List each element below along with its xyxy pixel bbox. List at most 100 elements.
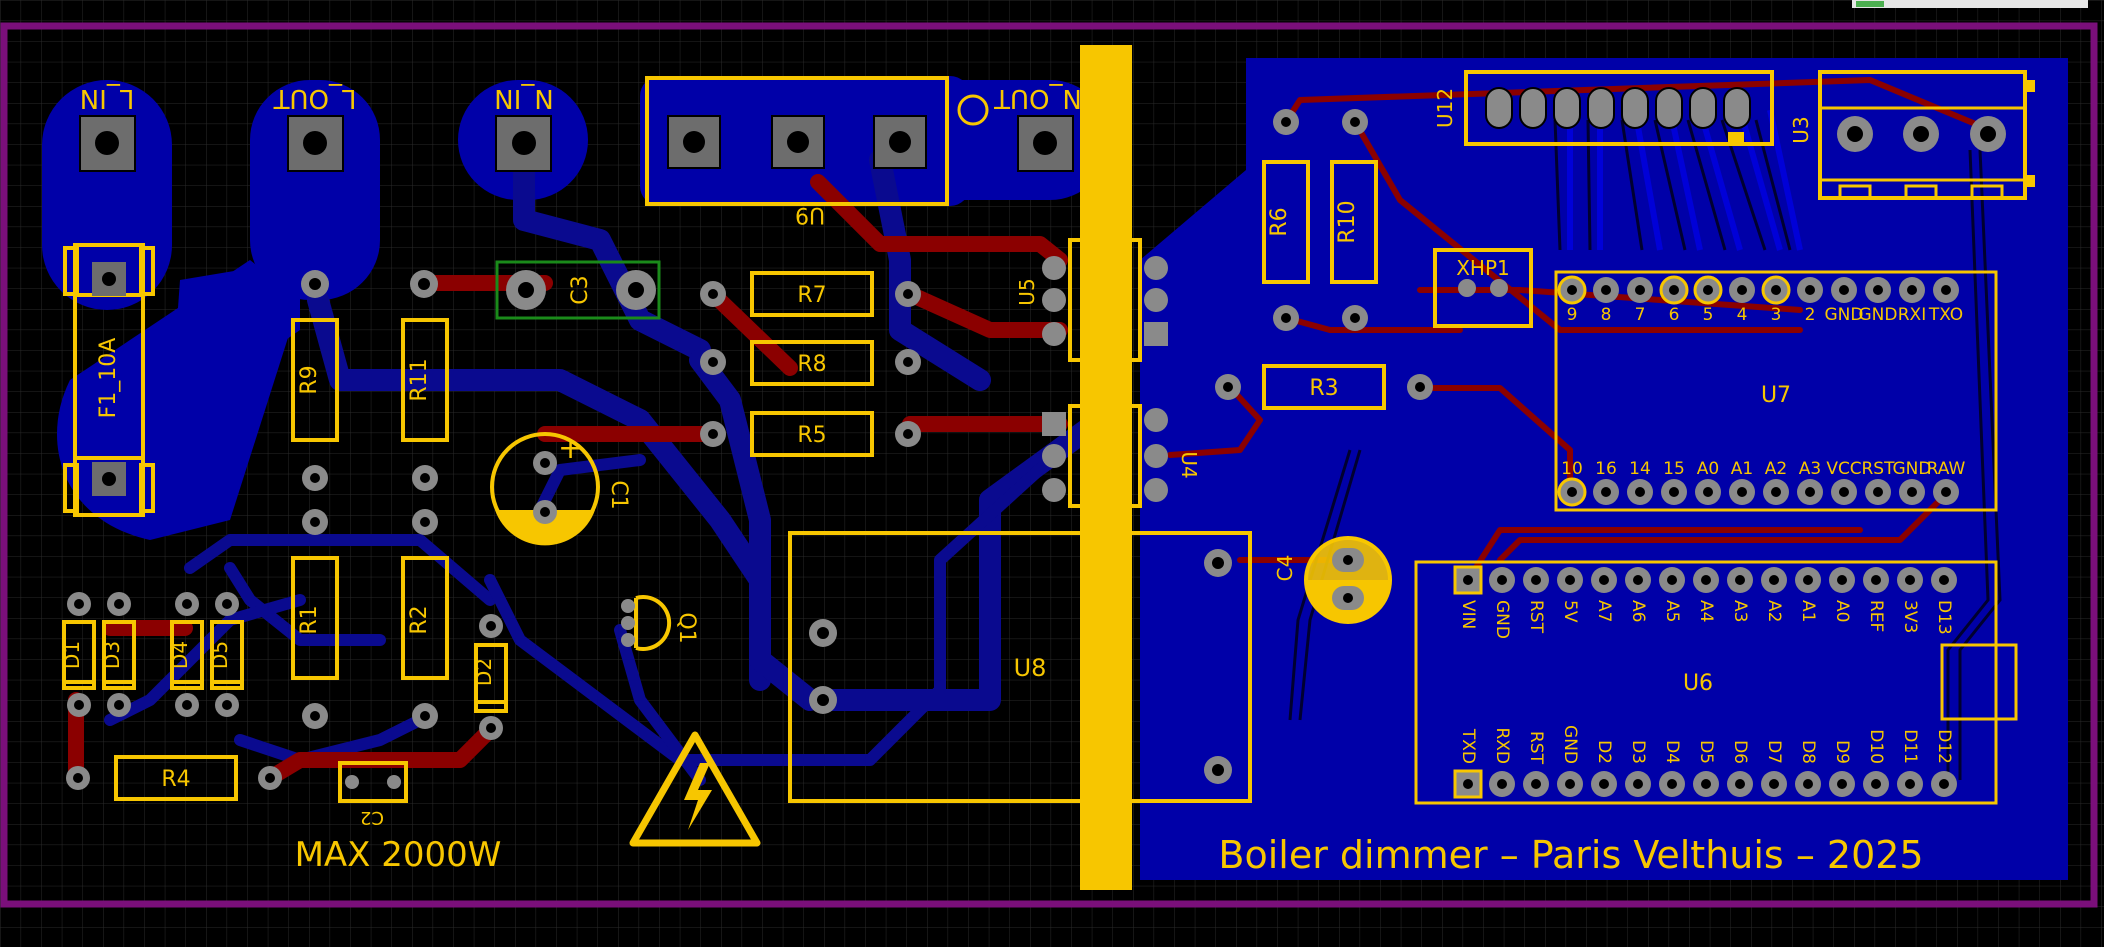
component-c4[interactable]: C4	[1273, 536, 1392, 624]
pin-pad[interactable]	[1693, 567, 1719, 593]
pin-pad[interactable]	[1593, 479, 1619, 505]
pin-label: 10	[1561, 459, 1583, 479]
pin-pad[interactable]	[1761, 275, 1791, 305]
pin-pad[interactable]	[1693, 771, 1719, 797]
component-c3[interactable]: C3	[495, 260, 661, 320]
pin-pad[interactable]	[1897, 567, 1923, 593]
component-xhp1[interactable]: XHP1	[1433, 248, 1533, 328]
scrollbar-thumb[interactable]	[1856, 1, 1884, 7]
component-c2[interactable]: C2	[338, 761, 408, 828]
pin-pad[interactable]	[1453, 565, 1483, 595]
pin-pad[interactable]	[1831, 479, 1857, 505]
component-r9[interactable]: R9	[291, 270, 339, 442]
pin-pad[interactable]	[1593, 277, 1619, 303]
pin-pad[interactable]	[1933, 277, 1959, 303]
pin-pad[interactable]	[1661, 479, 1687, 505]
component-r7[interactable]: R7	[750, 271, 874, 317]
horizontal-scrollbar[interactable]	[1852, 0, 2088, 8]
component-r10[interactable]: R10	[1330, 160, 1378, 284]
pin-pad[interactable]	[1695, 479, 1721, 505]
pin-pad[interactable]	[1727, 771, 1753, 797]
component-r11[interactable]: R11	[401, 318, 449, 442]
pin-pad[interactable]	[1863, 771, 1889, 797]
pin-pad[interactable]	[1761, 567, 1787, 593]
pin-pad[interactable]	[1931, 567, 1957, 593]
pin-label: A3	[1730, 600, 1750, 622]
bottom-tracks-right	[1567, 109, 1803, 251]
pin-pad[interactable]	[1897, 771, 1923, 797]
component-d3[interactable]: D3	[100, 620, 136, 690]
isolation-slot	[1080, 45, 1132, 890]
pin-pad[interactable]	[1795, 567, 1821, 593]
pin-pad[interactable]	[1659, 567, 1685, 593]
pin-pad[interactable]	[1933, 479, 1959, 505]
pin-pad[interactable]	[1523, 567, 1549, 593]
component-u9[interactable]: U9	[645, 76, 989, 227]
pin-pad[interactable]	[1627, 479, 1653, 505]
pin-pad[interactable]	[1659, 771, 1685, 797]
pin-pad[interactable]	[1931, 771, 1957, 797]
component-u5[interactable]: U5	[1015, 238, 1168, 362]
component-r3[interactable]: R3	[1262, 364, 1386, 410]
component-fuse[interactable]: F1_10A	[63, 243, 155, 517]
pin-pad[interactable]	[1557, 275, 1587, 305]
pin-label: D6	[1730, 740, 1750, 764]
pin-pad[interactable]	[1489, 567, 1515, 593]
component-u3[interactable]: U3	[1789, 70, 2035, 200]
pin-pad[interactable]	[1865, 479, 1891, 505]
component-u4[interactable]: U4	[1042, 404, 1201, 508]
pin-pad[interactable]	[1829, 771, 1855, 797]
terminal-n-in[interactable]: N_IN	[494, 83, 554, 172]
component-r2[interactable]: R2	[401, 556, 449, 680]
pin-pad[interactable]	[1865, 277, 1891, 303]
component-d5[interactable]: D5	[208, 620, 244, 690]
component-r5[interactable]: R5	[750, 411, 874, 457]
pin-pad[interactable]	[1761, 771, 1787, 797]
component-u8[interactable]: U8	[788, 531, 1252, 803]
component-c1[interactable]: + C1	[490, 431, 631, 546]
pin-pad[interactable]	[1727, 567, 1753, 593]
component-d2[interactable]: D2	[472, 643, 508, 713]
pin-pad[interactable]	[1625, 567, 1651, 593]
terminal-n-out[interactable]: N_OUT	[994, 83, 1082, 172]
component-d4[interactable]: D4	[168, 620, 204, 690]
pin-pad[interactable]	[1627, 277, 1653, 303]
pin-pad[interactable]	[1797, 277, 1823, 303]
pin-pad[interactable]	[1693, 275, 1723, 305]
pin-label: GND	[1560, 725, 1580, 764]
component-r6[interactable]: R6	[1262, 160, 1310, 284]
pin-pad[interactable]	[1863, 567, 1889, 593]
pin-pad[interactable]	[1557, 567, 1583, 593]
via-hole	[418, 278, 430, 290]
component-q1[interactable]: Q1	[621, 595, 699, 651]
pin-pad[interactable]	[1831, 277, 1857, 303]
pin-pad[interactable]	[1829, 567, 1855, 593]
pin-pad[interactable]	[1659, 275, 1689, 305]
component-r4[interactable]: R4	[114, 755, 238, 801]
pin-pad[interactable]	[1591, 567, 1617, 593]
pin-pad[interactable]	[1523, 771, 1549, 797]
pin-pad[interactable]	[1453, 769, 1483, 799]
pin-pad[interactable]	[1489, 771, 1515, 797]
pin-pad[interactable]	[1591, 771, 1617, 797]
pin-pad[interactable]	[1557, 771, 1583, 797]
terminal-l-out[interactable]: L_OUT	[273, 83, 356, 172]
pin-pad[interactable]	[1557, 477, 1587, 507]
component-r8[interactable]: R8	[750, 340, 874, 386]
pin-label: 9	[1567, 305, 1578, 325]
pin-pad[interactable]	[1763, 479, 1789, 505]
pin-pad[interactable]	[1899, 479, 1925, 505]
pin-pad[interactable]	[1625, 771, 1651, 797]
component-u12[interactable]: U12	[1433, 70, 1774, 146]
pin-pad[interactable]	[1795, 771, 1821, 797]
pin-pad[interactable]	[1729, 277, 1755, 303]
terminal-l-in[interactable]: L_IN	[79, 83, 136, 172]
pin-pad[interactable]	[1797, 479, 1823, 505]
pin-pad[interactable]	[1899, 277, 1925, 303]
component-r1[interactable]: R1	[291, 556, 339, 680]
pin-pad[interactable]	[1729, 479, 1755, 505]
component-d1[interactable]: D1	[60, 620, 96, 690]
